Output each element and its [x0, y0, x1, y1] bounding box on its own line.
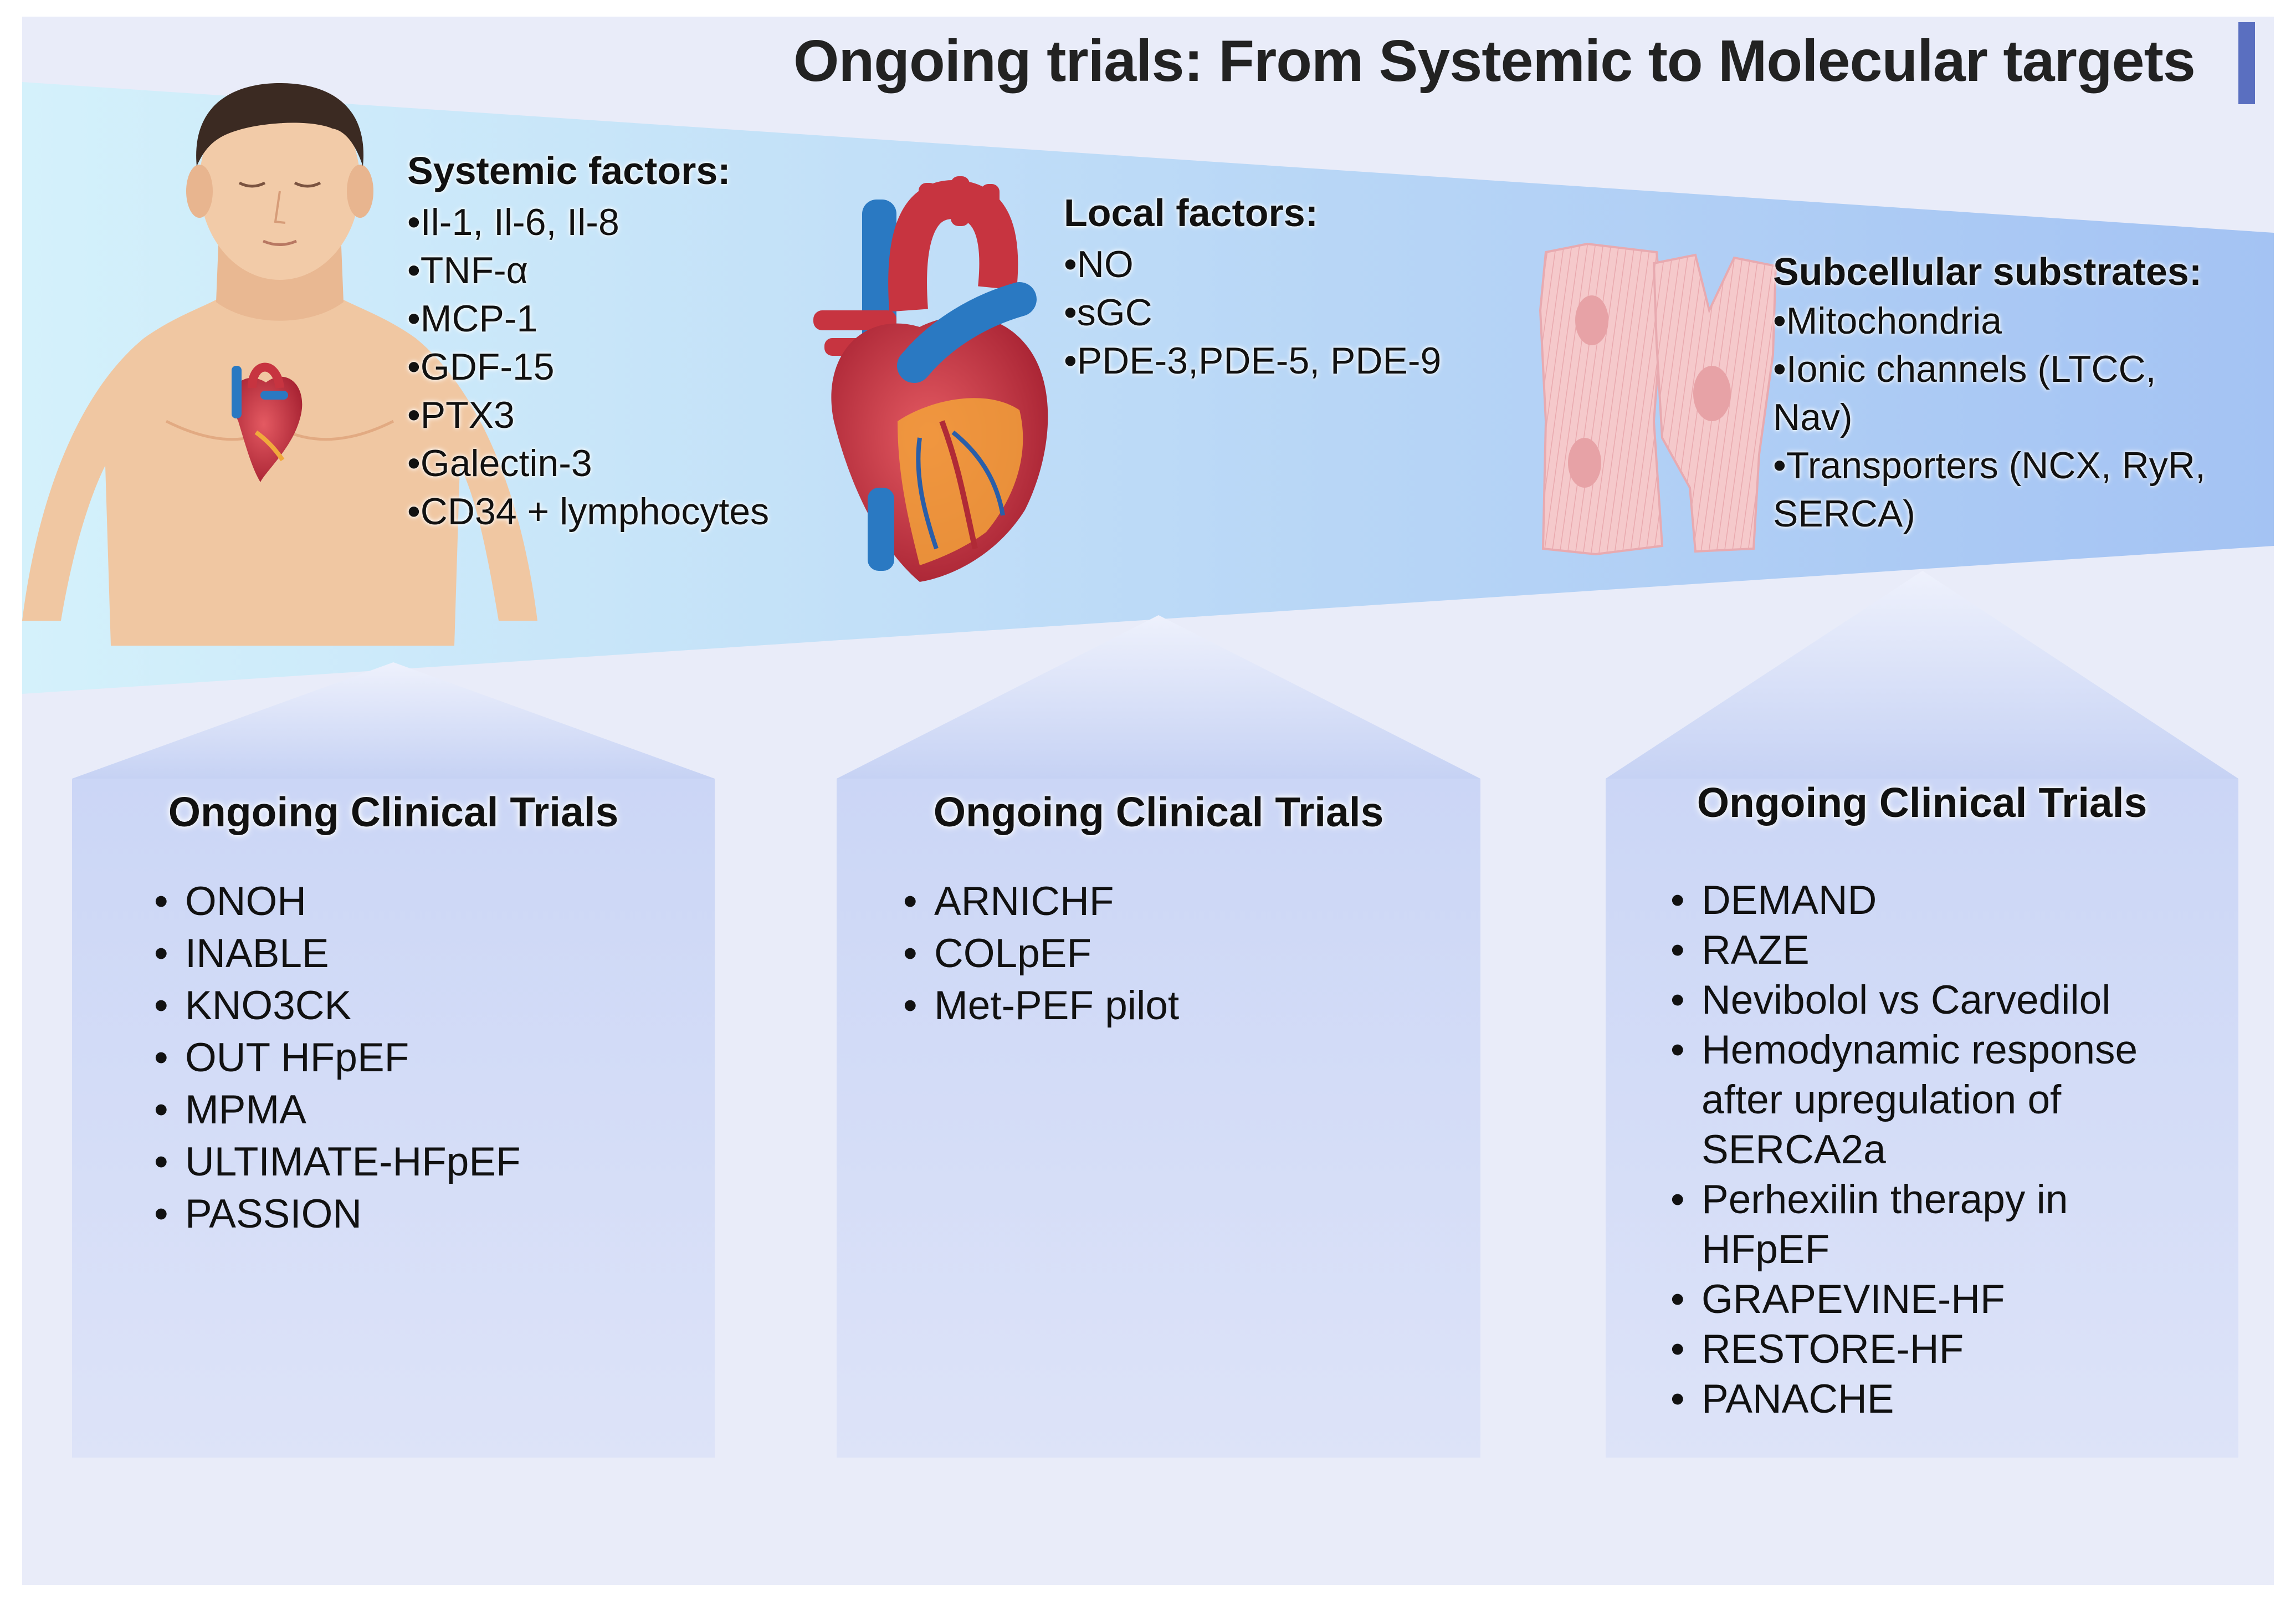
bullet-icon: • [154, 1139, 168, 1184]
list-item: •Ionic channels (LTCC, Nav) [1773, 348, 2156, 438]
heart-illustration [813, 176, 1048, 582]
subcellular-heading: Subcellular substrates: [1773, 250, 2202, 293]
trial-item: •COLpEF [903, 928, 1457, 980]
trial-item: •Perhexilin therapy in HFpEF [1670, 1175, 2180, 1275]
trial-list-systemic: •ONOH •INABLE •KNO3CK •OUT HFpEF •MPMA •… [154, 876, 708, 1240]
trial-box-subcellular [1606, 779, 2238, 1458]
bullet-icon: • [154, 1035, 168, 1080]
list-item: •CD34 + lymphocytes [407, 490, 770, 533]
list-item: •PDE-3,PDE-5, PDE-9 [1064, 340, 1442, 382]
human-torso-illustration [22, 83, 537, 646]
list-item: •Il-1, Il-6, Il-8 [407, 201, 619, 243]
trial-item: •GRAPEVINE-HF [1670, 1275, 2180, 1325]
bullet-icon: • [154, 1192, 168, 1236]
trial-list-local: •ARNICHF •COLpEF •Met-PEF pilot [903, 876, 1457, 1032]
list-item: •Mitochondria [1773, 300, 2002, 342]
bullet-icon: • [154, 879, 168, 924]
list-item: •MCP-1 [407, 298, 538, 340]
trial-box-heading: Ongoing Clinical Trials [933, 789, 1384, 835]
systemic-heading: Systemic factors: [407, 149, 731, 192]
bullet-icon: • [1670, 928, 1685, 973]
trial-item: •ULTIMATE-HFpEF [154, 1136, 708, 1188]
trial-item: •RESTORE-HF [1670, 1325, 2180, 1374]
bullet-icon: • [1670, 1277, 1685, 1322]
local-factor-list: •NO •sGC •PDE-3,PDE-5, PDE-9 [1064, 241, 1441, 385]
trial-item: •Met-PEF pilot [903, 980, 1457, 1032]
bullet-icon: • [1670, 978, 1685, 1023]
trial-item: •INABLE [154, 928, 708, 980]
bullet-icon: • [903, 879, 918, 924]
box-roof-systemic [72, 662, 715, 779]
trial-box-heading: Ongoing Clinical Trials [168, 789, 619, 835]
bullet-icon: • [154, 983, 168, 1028]
trial-item: •OUT HFpEF [154, 1032, 708, 1084]
systemic-factor-list: •Il-1, Il-6, Il-8 •TNF-α •MCP-1 •GDF-15 … [407, 198, 769, 536]
trial-item: •Nevibolol vs Carvedilol [1670, 975, 2180, 1025]
box-roof-local [837, 615, 1480, 779]
trial-item: •RAZE [1670, 926, 2180, 975]
local-heading: Local factors: [1064, 191, 1318, 234]
trial-item: •ARNICHF [903, 876, 1457, 928]
box-roof-subcellular [1606, 571, 2238, 779]
list-item: •PTX3 [407, 394, 515, 436]
bullet-icon: • [1670, 1377, 1685, 1422]
trial-item: •PANACHE [1670, 1374, 2180, 1424]
trial-item: •Hemodynamic response after upregulation… [1670, 1025, 2180, 1175]
bullet-icon: • [1670, 878, 1685, 923]
list-item: •NO [1064, 243, 1134, 285]
list-item: •sGC [1064, 292, 1152, 334]
subcellular-substrate-list: •Mitochondria •Ionic channels (LTCC, Nav… [1773, 297, 2216, 538]
trial-item: •ONOH [154, 876, 708, 928]
trial-item: •DEMAND [1670, 876, 2180, 926]
title-accent-bar [2238, 22, 2255, 104]
bullet-icon: • [903, 931, 918, 976]
bullet-icon: • [1670, 1327, 1685, 1372]
trial-item: •PASSION [154, 1188, 708, 1240]
trial-box-local [837, 779, 1480, 1458]
trial-list-subcellular: •DEMAND •RAZE •Nevibolol vs Carvedilol •… [1670, 876, 2180, 1424]
trial-box-heading: Ongoing Clinical Trials [1697, 779, 2148, 826]
cardiomyocyte-illustration [1539, 242, 1777, 556]
list-item: •Transporters (NCX, RyR, SERCA) [1773, 444, 2206, 535]
bullet-icon: • [154, 1087, 168, 1132]
bullet-icon: • [1670, 1177, 1685, 1222]
list-item: •Galectin-3 [407, 442, 592, 484]
trial-item: •MPMA [154, 1084, 708, 1136]
bullet-icon: • [154, 931, 168, 976]
page-title: Ongoing trials: From Systemic to Molecul… [793, 28, 2196, 94]
trial-box-systemic [72, 779, 715, 1458]
list-item: •GDF-15 [407, 346, 555, 388]
bullet-icon: • [903, 983, 918, 1028]
trial-item: •KNO3CK [154, 980, 708, 1032]
bullet-icon: • [1670, 1028, 1685, 1072]
list-item: •TNF-α [407, 249, 528, 292]
